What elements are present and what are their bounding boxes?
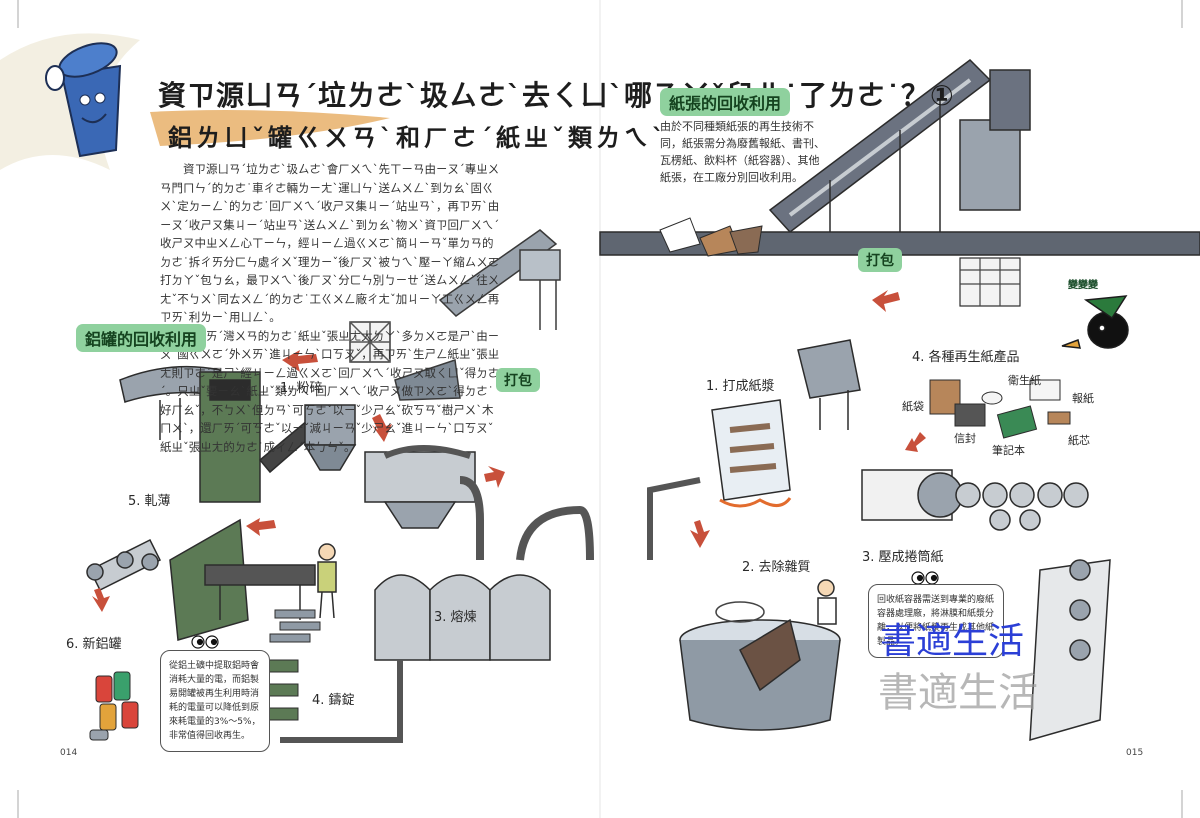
paper-bale-icon bbox=[959, 257, 1021, 307]
aluminum-sorting-conveyor bbox=[349, 229, 561, 401]
step-roll: 5. 軋薄 bbox=[128, 494, 171, 509]
note-eyes-right bbox=[911, 571, 939, 585]
paragraph-1: 資ㄗ源ㄩㄢˊ垃ㄌㄜˋ圾ㄙㄜˋ會ㄏㄨㄟˋ先ㄒㄧㄢ由ㄧㄡˊ專ㄓㄨㄢ門ㄇㄣˊ的ㄉㄜ˙車… bbox=[160, 162, 500, 324]
step-press-rolls: 3. 壓成捲筒紙 bbox=[862, 550, 944, 565]
paper-conveyor bbox=[599, 59, 1200, 256]
new-cans bbox=[89, 671, 139, 741]
note-paper: 回收紙容器需送到專業的廢紙容器處理廠，將淋膜和紙漿分離，以便將紙漿再生成其他紙製… bbox=[868, 584, 1004, 658]
product-notebook: 筆記本 bbox=[992, 444, 1025, 457]
step-shred: 1. 粉碎 bbox=[280, 381, 323, 396]
page-title: 資ㄗ源ㄩㄢˊ垃ㄌㄜˋ圾ㄙㄜˋ去ㄑㄩˋ哪ㄋㄚˇ兒ㄦ˙了ㄌㄜ˙？① bbox=[158, 79, 955, 112]
product-paper-bag: 紙袋 bbox=[902, 400, 924, 413]
page-number-right: 015 bbox=[1126, 748, 1144, 758]
paper-roll-machine bbox=[861, 469, 1111, 742]
step-pulp: 1. 打成紙漿 bbox=[706, 379, 775, 394]
brush-stroke bbox=[150, 110, 390, 146]
product-envelope: 信封 bbox=[954, 432, 976, 445]
note-aluminum: 從鋁土礦中提取鋁時會消耗大量的電，而鋁製易開罐被再生利用時消耗的電量可以降低到原… bbox=[160, 650, 270, 752]
step-smelt: 3. 熔煉 bbox=[434, 610, 477, 625]
section-label-paper: 紙張的回收利用 bbox=[660, 88, 791, 116]
mascot-speech: 變變變 bbox=[1068, 280, 1098, 291]
step-remove-impurities: 2. 去除雜質 bbox=[742, 560, 811, 575]
paper-products bbox=[929, 379, 1071, 439]
bale-label-right: 打包 bbox=[858, 248, 902, 272]
paper-scraps bbox=[659, 217, 763, 257]
worker-figure bbox=[317, 543, 337, 619]
paper-intro-text: 由於不同種類紙張的再生技術不同，紙張需分為廢舊報紙、書刊、瓦楞紙、飲料杯（紙容器… bbox=[660, 120, 825, 184]
watermark-blue: 書適生活 bbox=[880, 621, 1025, 662]
step-ingot: 4. 鑄錠 bbox=[312, 693, 355, 708]
flow-arrows-left bbox=[92, 350, 505, 612]
furnace-pipe bbox=[364, 445, 484, 560]
smelting-silos bbox=[280, 505, 594, 743]
trash-can-mascot-icon bbox=[45, 42, 122, 158]
intro-text: 資ㄗ源ㄩㄢˊ垃ㄌㄜˋ圾ㄙㄜˋ會ㄏㄨㄟˋ先ㄒㄧㄢ由ㄧㄡˊ專ㄓㄨㄢ門ㄇㄣˊ的ㄉㄜ˙車… bbox=[160, 160, 500, 456]
crop-marks bbox=[17, 0, 1183, 818]
magpie-mascot-icon bbox=[1061, 295, 1129, 349]
step-new-can: 6. 新鋁罐 bbox=[66, 637, 122, 652]
product-tissue: 衛生紙 bbox=[1008, 374, 1041, 387]
page-number-left: 014 bbox=[60, 748, 78, 758]
step-products: 4. 各種再生紙產品 bbox=[912, 350, 1020, 365]
bale-label-left: 打包 bbox=[496, 368, 540, 392]
pulping-tank bbox=[711, 339, 861, 508]
page-subtitle: 鋁ㄌㄩˇ罐ㄍㄨㄢˋ和ㄏㄜˊ紙ㄓˇ類ㄌㄟˋ bbox=[168, 124, 668, 152]
note-eyes-left bbox=[191, 635, 219, 649]
shredder-machine bbox=[119, 365, 357, 503]
paragraph-2: 台ㄊㄞˊ灣ㄨㄢ的ㄉㄜ˙紙ㄓˇ張ㄓㄤ大ㄉㄚˋ多ㄉㄨㄛ是ㄕˋ由ㄧㄡˊ國ㄍㄨㄛˊ外ㄨㄞ… bbox=[160, 328, 500, 454]
product-newspaper: 報紙 bbox=[1072, 392, 1094, 405]
flow-arrows-right bbox=[690, 290, 926, 548]
rolling-machine bbox=[86, 518, 316, 641]
section-label-aluminum: 鋁罐的回收利用 bbox=[76, 324, 207, 352]
cleaning-basin bbox=[647, 477, 841, 731]
watermark-gray: 書適生活 bbox=[878, 670, 1038, 716]
product-paper-core: 紙芯 bbox=[1068, 434, 1090, 447]
worker-figure-right bbox=[817, 579, 837, 625]
